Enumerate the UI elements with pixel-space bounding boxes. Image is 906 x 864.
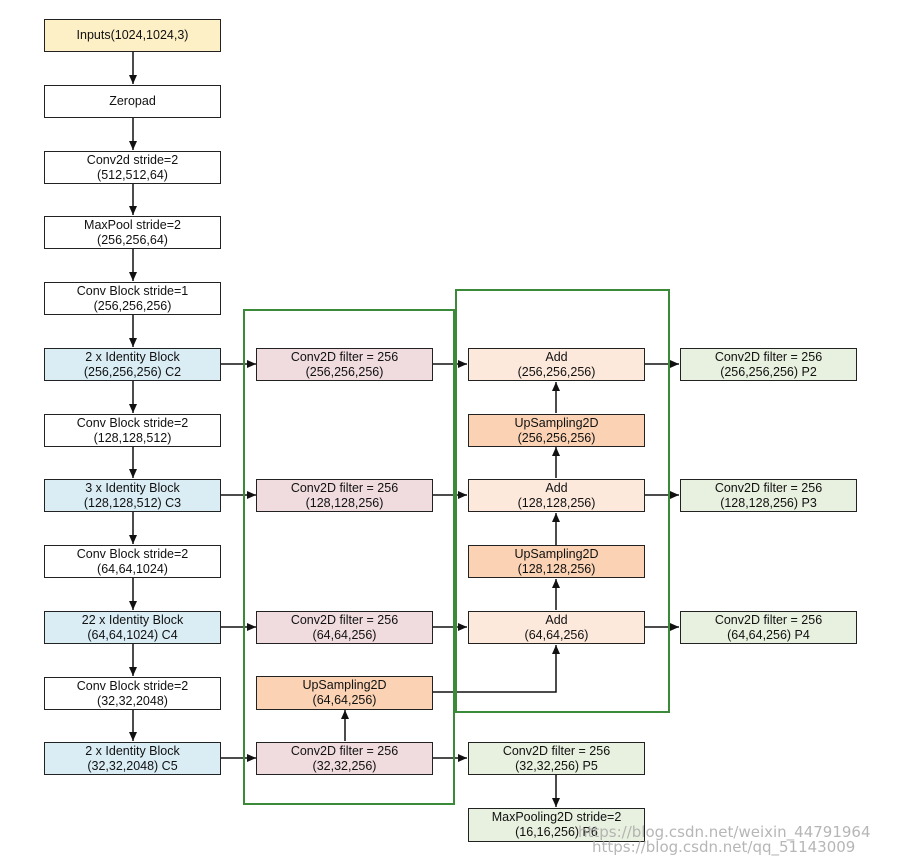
conv-block-4-node: Conv Block stride=2 (32,32,2048): [44, 677, 221, 710]
output-p3-node: Conv2D filter = 256 (128,128,256) P3: [680, 479, 857, 512]
add-p2-node: Add (256,256,256): [468, 348, 645, 381]
lateral-conv-c2-line2: (256,256,256): [305, 364, 384, 379]
conv-block-2-node: Conv Block stride=2 (128,128,512): [44, 414, 221, 447]
identity-block-c2-line2: (256,256,256) C2: [83, 364, 182, 379]
watermark-line-2: https://blog.csdn.net/qq_51143009: [592, 838, 856, 856]
conv-block-2-line1: Conv Block stride=2: [76, 415, 189, 430]
add-p2-line1: Add: [545, 349, 568, 364]
conv-block-4-line1: Conv Block stride=2: [76, 678, 189, 693]
upsampling-p4-node: UpSampling2D (128,128,256): [468, 545, 645, 578]
lateral-conv-c5-line2: (32,32,256): [312, 758, 377, 773]
conv-block-2-line2: (128,128,512): [93, 430, 172, 445]
upsampling-p3-line1: UpSampling2D: [514, 415, 599, 430]
identity-block-c4-node: 22 x Identity Block (64,64,1024) C4: [44, 611, 221, 644]
output-p2-line2: (256,256,256) P2: [720, 364, 817, 379]
maxpool-node: MaxPool stride=2 (256,256,64): [44, 216, 221, 249]
lateral-conv-c4-line1: Conv2D filter = 256: [290, 612, 399, 627]
add-p3-node: Add (128,128,256): [468, 479, 645, 512]
maxpool-node-line2: (256,256,64): [97, 232, 168, 247]
identity-block-c3-line1: 3 x Identity Block: [85, 480, 180, 495]
add-p2-line2: (256,256,256): [517, 364, 596, 379]
add-p3-line1: Add: [545, 480, 568, 495]
output-p3-line1: Conv2D filter = 256: [714, 480, 823, 495]
lateral-conv-c4-node: Conv2D filter = 256 (64,64,256): [256, 611, 433, 644]
identity-block-c5-line1: 2 x Identity Block: [85, 743, 180, 758]
identity-block-c5-node: 2 x Identity Block (32,32,2048) C5: [44, 742, 221, 775]
inputs-node: Inputs(1024,1024,3): [44, 19, 221, 52]
identity-block-c3-line2: (128,128,512) C3: [83, 495, 182, 510]
output-p6-line2: (16,16,256) P6: [515, 825, 598, 839]
conv-block-3-node: Conv Block stride=2 (64,64,1024): [44, 545, 221, 578]
add-p4-line1: Add: [545, 612, 568, 627]
lateral-conv-c4-line2: (64,64,256): [312, 627, 377, 642]
lateral-conv-c3-line1: Conv2D filter = 256: [290, 480, 399, 495]
output-p6-line1: MaxPooling2D stride=2: [491, 810, 622, 824]
identity-block-c4-line1: 22 x Identity Block: [81, 612, 184, 627]
identity-block-c3-node: 3 x Identity Block (128,128,512) C3: [44, 479, 221, 512]
output-p2-line1: Conv2D filter = 256: [714, 349, 823, 364]
zeropad-node-line1: Zeropad: [109, 94, 156, 108]
conv-block-3-line2: (64,64,1024): [97, 561, 168, 576]
output-p4-line1: Conv2D filter = 256: [714, 612, 823, 627]
conv-block-3-line1: Conv Block stride=2: [76, 546, 189, 561]
upsampling-p3-node: UpSampling2D (256,256,256): [468, 414, 645, 447]
output-p4-node: Conv2D filter = 256 (64,64,256) P4: [680, 611, 857, 644]
conv2d-node: Conv2d stride=2 (512,512,64): [44, 151, 221, 184]
lateral-conv-c5-node: Conv2D filter = 256 (32,32,256): [256, 742, 433, 775]
conv-block-1-line2: (256,256,256): [93, 298, 172, 313]
output-p5-node: Conv2D filter = 256 (32,32,256) P5: [468, 742, 645, 775]
upsampling-c5-line2: (64,64,256): [312, 693, 377, 707]
add-p4-line2: (64,64,256): [524, 627, 589, 642]
identity-block-c2-line1: 2 x Identity Block: [85, 349, 180, 364]
identity-block-c4-line2: (64,64,1024) C4: [87, 627, 178, 642]
lateral-conv-c2-line1: Conv2D filter = 256: [290, 349, 399, 364]
identity-block-c5-line2: (32,32,2048) C5: [87, 758, 178, 773]
output-p5-line2: (32,32,256) P5: [515, 758, 598, 773]
lateral-conv-c5-line1: Conv2D filter = 256: [290, 743, 399, 758]
maxpool-node-line1: MaxPool stride=2: [84, 217, 181, 232]
conv-block-1-line1: Conv Block stride=1: [76, 283, 189, 298]
add-p4-node: Add (64,64,256): [468, 611, 645, 644]
output-p4-line2: (64,64,256) P4: [727, 627, 810, 642]
arrow-upsampling-c5-add-p4: [433, 645, 560, 693]
lateral-conv-c2-node: Conv2D filter = 256 (256,256,256): [256, 348, 433, 381]
conv2d-node-line2: (512,512,64): [97, 167, 168, 182]
zeropad-node: Zeropad: [44, 85, 221, 118]
identity-block-c2-node: 2 x Identity Block (256,256,256) C2: [44, 348, 221, 381]
lateral-group-frame: [243, 309, 455, 805]
upsampling-p4-line2: (128,128,256): [517, 561, 596, 576]
output-p6-node: MaxPooling2D stride=2 (16,16,256) P6: [468, 808, 645, 842]
upsampling-c5-line1: UpSampling2D: [302, 678, 387, 692]
lateral-conv-c3-line2: (128,128,256): [305, 495, 384, 510]
output-p2-node: Conv2D filter = 256 (256,256,256) P2: [680, 348, 857, 381]
upsampling-c5-node: UpSampling2D (64,64,256): [256, 676, 433, 710]
upsampling-p4-line1: UpSampling2D: [514, 546, 599, 561]
watermark-line-1: https://blog.csdn.net/weixin_44791964: [578, 823, 871, 841]
lateral-conv-c3-node: Conv2D filter = 256 (128,128,256): [256, 479, 433, 512]
conv-block-4-line2: (32,32,2048): [97, 693, 168, 708]
conv-block-1-node: Conv Block stride=1 (256,256,256): [44, 282, 221, 315]
output-p5-line1: Conv2D filter = 256: [502, 743, 611, 758]
conv2d-node-line1: Conv2d stride=2: [86, 152, 179, 167]
add-p3-line2: (128,128,256): [517, 495, 596, 510]
upsampling-p3-line2: (256,256,256): [517, 430, 596, 445]
output-p3-line2: (128,128,256) P3: [720, 495, 817, 510]
inputs-node-line1: Inputs(1024,1024,3): [76, 28, 189, 42]
topdown-group-frame: [455, 289, 670, 713]
